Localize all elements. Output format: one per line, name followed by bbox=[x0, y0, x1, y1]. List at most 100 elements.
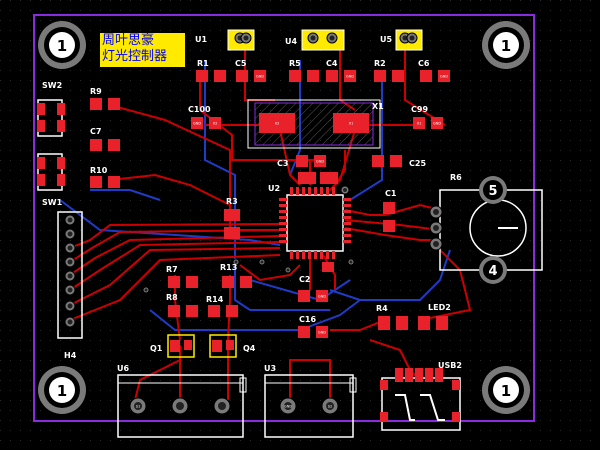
c3-pad-1 bbox=[296, 155, 308, 167]
r4-pad-2 bbox=[396, 316, 408, 330]
r3-pad-1 bbox=[224, 209, 240, 221]
usb2-shield-4 bbox=[452, 412, 460, 422]
q1-pad-2 bbox=[184, 340, 192, 350]
svg-text:R13: R13 bbox=[220, 263, 237, 272]
c3-pad-2-label: GND bbox=[316, 160, 324, 164]
r13-pad-1 bbox=[222, 276, 234, 288]
board-title-label: 周叶思豪 灯光控制器 bbox=[100, 33, 185, 67]
r10-pad-1 bbox=[90, 176, 102, 188]
r2-pad-1 bbox=[374, 70, 386, 82]
r1-pad-1 bbox=[196, 70, 208, 82]
svg-text:C16: C16 bbox=[299, 315, 316, 324]
c2-pad-1 bbox=[298, 290, 310, 302]
u2-pad-left bbox=[298, 172, 316, 184]
c1-pad-2 bbox=[383, 220, 395, 232]
c4-pad-2-label: GND bbox=[346, 75, 354, 79]
svg-text:U3: U3 bbox=[264, 364, 276, 373]
switch-sw1-outline bbox=[37, 153, 63, 191]
sw1-pad-3 bbox=[57, 157, 65, 169]
svg-text:R7: R7 bbox=[166, 265, 178, 274]
c99-pad-1-label: X1 bbox=[417, 122, 422, 126]
u2-pad-right bbox=[320, 172, 338, 184]
sw1-pad-1 bbox=[37, 157, 45, 169]
svg-text:C3: C3 bbox=[277, 159, 288, 168]
usb2-shield-3 bbox=[380, 412, 388, 422]
c5-pad-2 bbox=[254, 70, 266, 82]
h4-pin-6-drill bbox=[67, 287, 73, 293]
mounting-hole-bottom-left: 1 bbox=[38, 366, 86, 414]
svg-text:C1: C1 bbox=[385, 189, 397, 198]
x1-pad-x1 bbox=[333, 113, 369, 133]
silkscreen-designators: SW2 SW1 R9 C7 R10 H4 U1 U4 U5 R1 C5 R5 C… bbox=[42, 35, 462, 373]
c2-pad-2-label: GND bbox=[318, 295, 326, 299]
q1-pad-1 bbox=[170, 340, 180, 352]
board-title-line2: 灯光控制器 bbox=[102, 49, 168, 64]
via-6-drill bbox=[286, 268, 290, 272]
transistor-q1-outline bbox=[167, 334, 195, 358]
c25-pad-2 bbox=[390, 155, 402, 167]
u3-terminal-2-label: S2 bbox=[328, 405, 332, 409]
h4-pin-3-drill bbox=[67, 245, 73, 251]
c6-pad-1 bbox=[420, 70, 432, 82]
transistor-q4-outline bbox=[209, 334, 237, 358]
c100-pad-1-label: GND bbox=[193, 122, 201, 126]
pot-pin-5: 5 bbox=[479, 176, 507, 204]
mcu-u2-pins bbox=[279, 187, 351, 259]
svg-text:R4: R4 bbox=[376, 304, 388, 313]
sw2-pad-1 bbox=[37, 103, 45, 115]
c16-pad-1 bbox=[298, 326, 310, 338]
r1-pad-2 bbox=[214, 70, 226, 82]
h4-pin-1-drill bbox=[67, 217, 73, 223]
u6-terminal-1-drill bbox=[134, 402, 142, 410]
board-outline bbox=[33, 14, 535, 422]
h4-pin-5-drill bbox=[67, 273, 73, 279]
c6-pad-2 bbox=[438, 70, 450, 82]
r6-pin-1-drill bbox=[433, 209, 439, 215]
h4-pin-8-drill bbox=[67, 319, 73, 325]
svg-text:R8: R8 bbox=[166, 293, 178, 302]
c4-pad-1 bbox=[326, 70, 338, 82]
via-2-drill bbox=[260, 260, 264, 264]
svg-text:1: 1 bbox=[501, 382, 511, 400]
svg-text:R14: R14 bbox=[206, 295, 224, 304]
svg-text:SW1: SW1 bbox=[42, 198, 63, 207]
svg-text:R2: R2 bbox=[374, 59, 386, 68]
switch-sw2-outline bbox=[37, 99, 63, 137]
svg-text:USB2: USB2 bbox=[438, 361, 462, 370]
u3-terminal-1-label: GND bbox=[284, 405, 292, 409]
svg-text:R5: R5 bbox=[289, 59, 301, 68]
u6-terminal-2-drill bbox=[176, 402, 184, 410]
r14-pad-1 bbox=[208, 305, 220, 317]
terminal-u6-outline bbox=[117, 374, 244, 438]
c16-pad-2 bbox=[316, 326, 328, 338]
x1-pad-x2-label: X2 bbox=[275, 122, 280, 126]
u4-hole-2-drill bbox=[329, 35, 335, 41]
r7-pad-2 bbox=[186, 276, 198, 288]
svg-text:SW2: SW2 bbox=[42, 81, 62, 90]
svg-text:R6: R6 bbox=[450, 173, 462, 182]
c25-pad-1 bbox=[372, 155, 384, 167]
r5-pad-2 bbox=[307, 70, 319, 82]
via-4-drill bbox=[144, 288, 148, 292]
c100-pad-2 bbox=[209, 117, 221, 129]
via-1-drill bbox=[343, 188, 347, 192]
svg-text:1: 1 bbox=[57, 382, 67, 400]
svg-text:4: 4 bbox=[488, 264, 497, 279]
header-h4-outline bbox=[57, 211, 83, 339]
crystal-x1-outline bbox=[247, 99, 381, 149]
pot-pin-4: 4 bbox=[479, 256, 507, 284]
q4-pad-1 bbox=[212, 340, 222, 352]
svg-text:C5: C5 bbox=[235, 59, 247, 68]
c100-pad-1 bbox=[191, 117, 203, 129]
c2-pad-2 bbox=[316, 290, 328, 302]
r8-pad-2 bbox=[186, 305, 198, 317]
c100-pad-2-label: X2 bbox=[213, 122, 218, 126]
c2-extra-pad bbox=[322, 262, 334, 272]
r6-pin-2-drill bbox=[433, 225, 439, 231]
x1-pad-x2 bbox=[259, 113, 295, 133]
c5-pad-1 bbox=[236, 70, 248, 82]
x1-pad-x1-label: X1 bbox=[349, 122, 354, 126]
svg-text:C25: C25 bbox=[409, 159, 426, 168]
r9-pad-2 bbox=[108, 98, 120, 110]
